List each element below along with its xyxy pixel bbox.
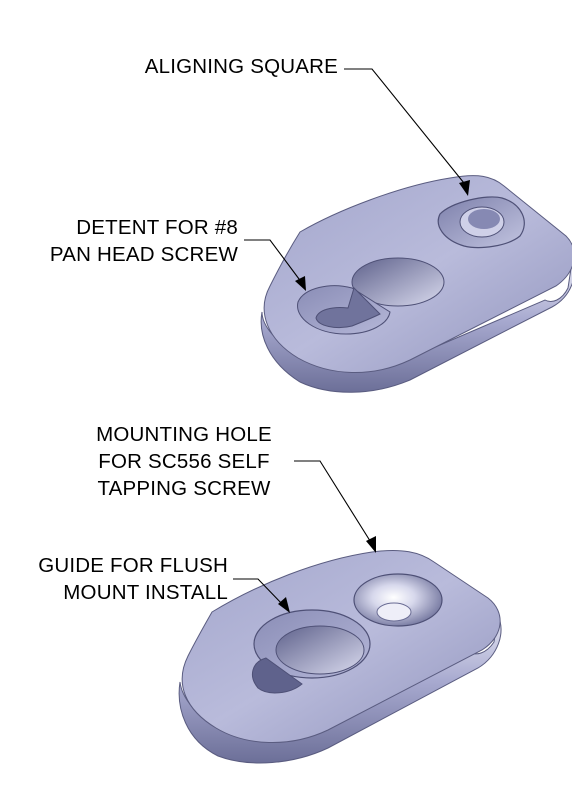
arrowhead-detent	[295, 276, 306, 291]
label-guide: GUIDE FOR FLUSH MOUNT INSTALL	[38, 552, 228, 606]
label-mounting-hole-line-2: FOR SC556 SELF	[98, 450, 270, 473]
leader-lines	[233, 68, 470, 613]
leader-mounting-hole	[294, 460, 373, 545]
upper-part	[260, 175, 572, 393]
arrowhead-mounting-hole	[366, 536, 376, 553]
countersink-bore	[376, 602, 412, 622]
lower-main-hole	[275, 625, 365, 675]
label-detent-line-2: PAN HEAD SCREW	[49, 243, 238, 266]
arrowhead-guide	[278, 597, 290, 613]
label-aligning-square-line-1: ALIGNING SQUARE	[144, 55, 338, 78]
upper-detent-slot	[315, 287, 381, 329]
lower-part	[178, 549, 502, 764]
leader-guide	[233, 578, 285, 607]
leader-aligning-square	[344, 68, 469, 189]
label-aligning-square: ALIGNING SQUARE	[145, 53, 338, 80]
upper-main-hole	[351, 257, 445, 307]
label-detent: DETENT FOR #8 PAN HEAD SCREW	[50, 214, 238, 268]
label-detent-line-1: DETENT FOR #8	[76, 216, 238, 239]
lower-keyhole-slot	[251, 657, 303, 694]
label-mounting-hole-line-3: TAPPING SCREW	[97, 477, 271, 500]
label-guide-line-1: GUIDE FOR FLUSH	[38, 554, 228, 577]
label-guide-line-2: MOUNT INSTALL	[63, 581, 228, 604]
countersink-hole	[353, 573, 443, 627]
label-mounting-hole: MOUNTING HOLE FOR SC556 SELF TAPPING SCR…	[76, 421, 292, 502]
arrowhead-aligning-square	[459, 180, 470, 196]
label-mounting-hole-line-1: MOUNTING HOLE	[96, 423, 272, 446]
leader-detent	[244, 239, 303, 284]
aligning-square-bore-inner	[468, 209, 500, 229]
